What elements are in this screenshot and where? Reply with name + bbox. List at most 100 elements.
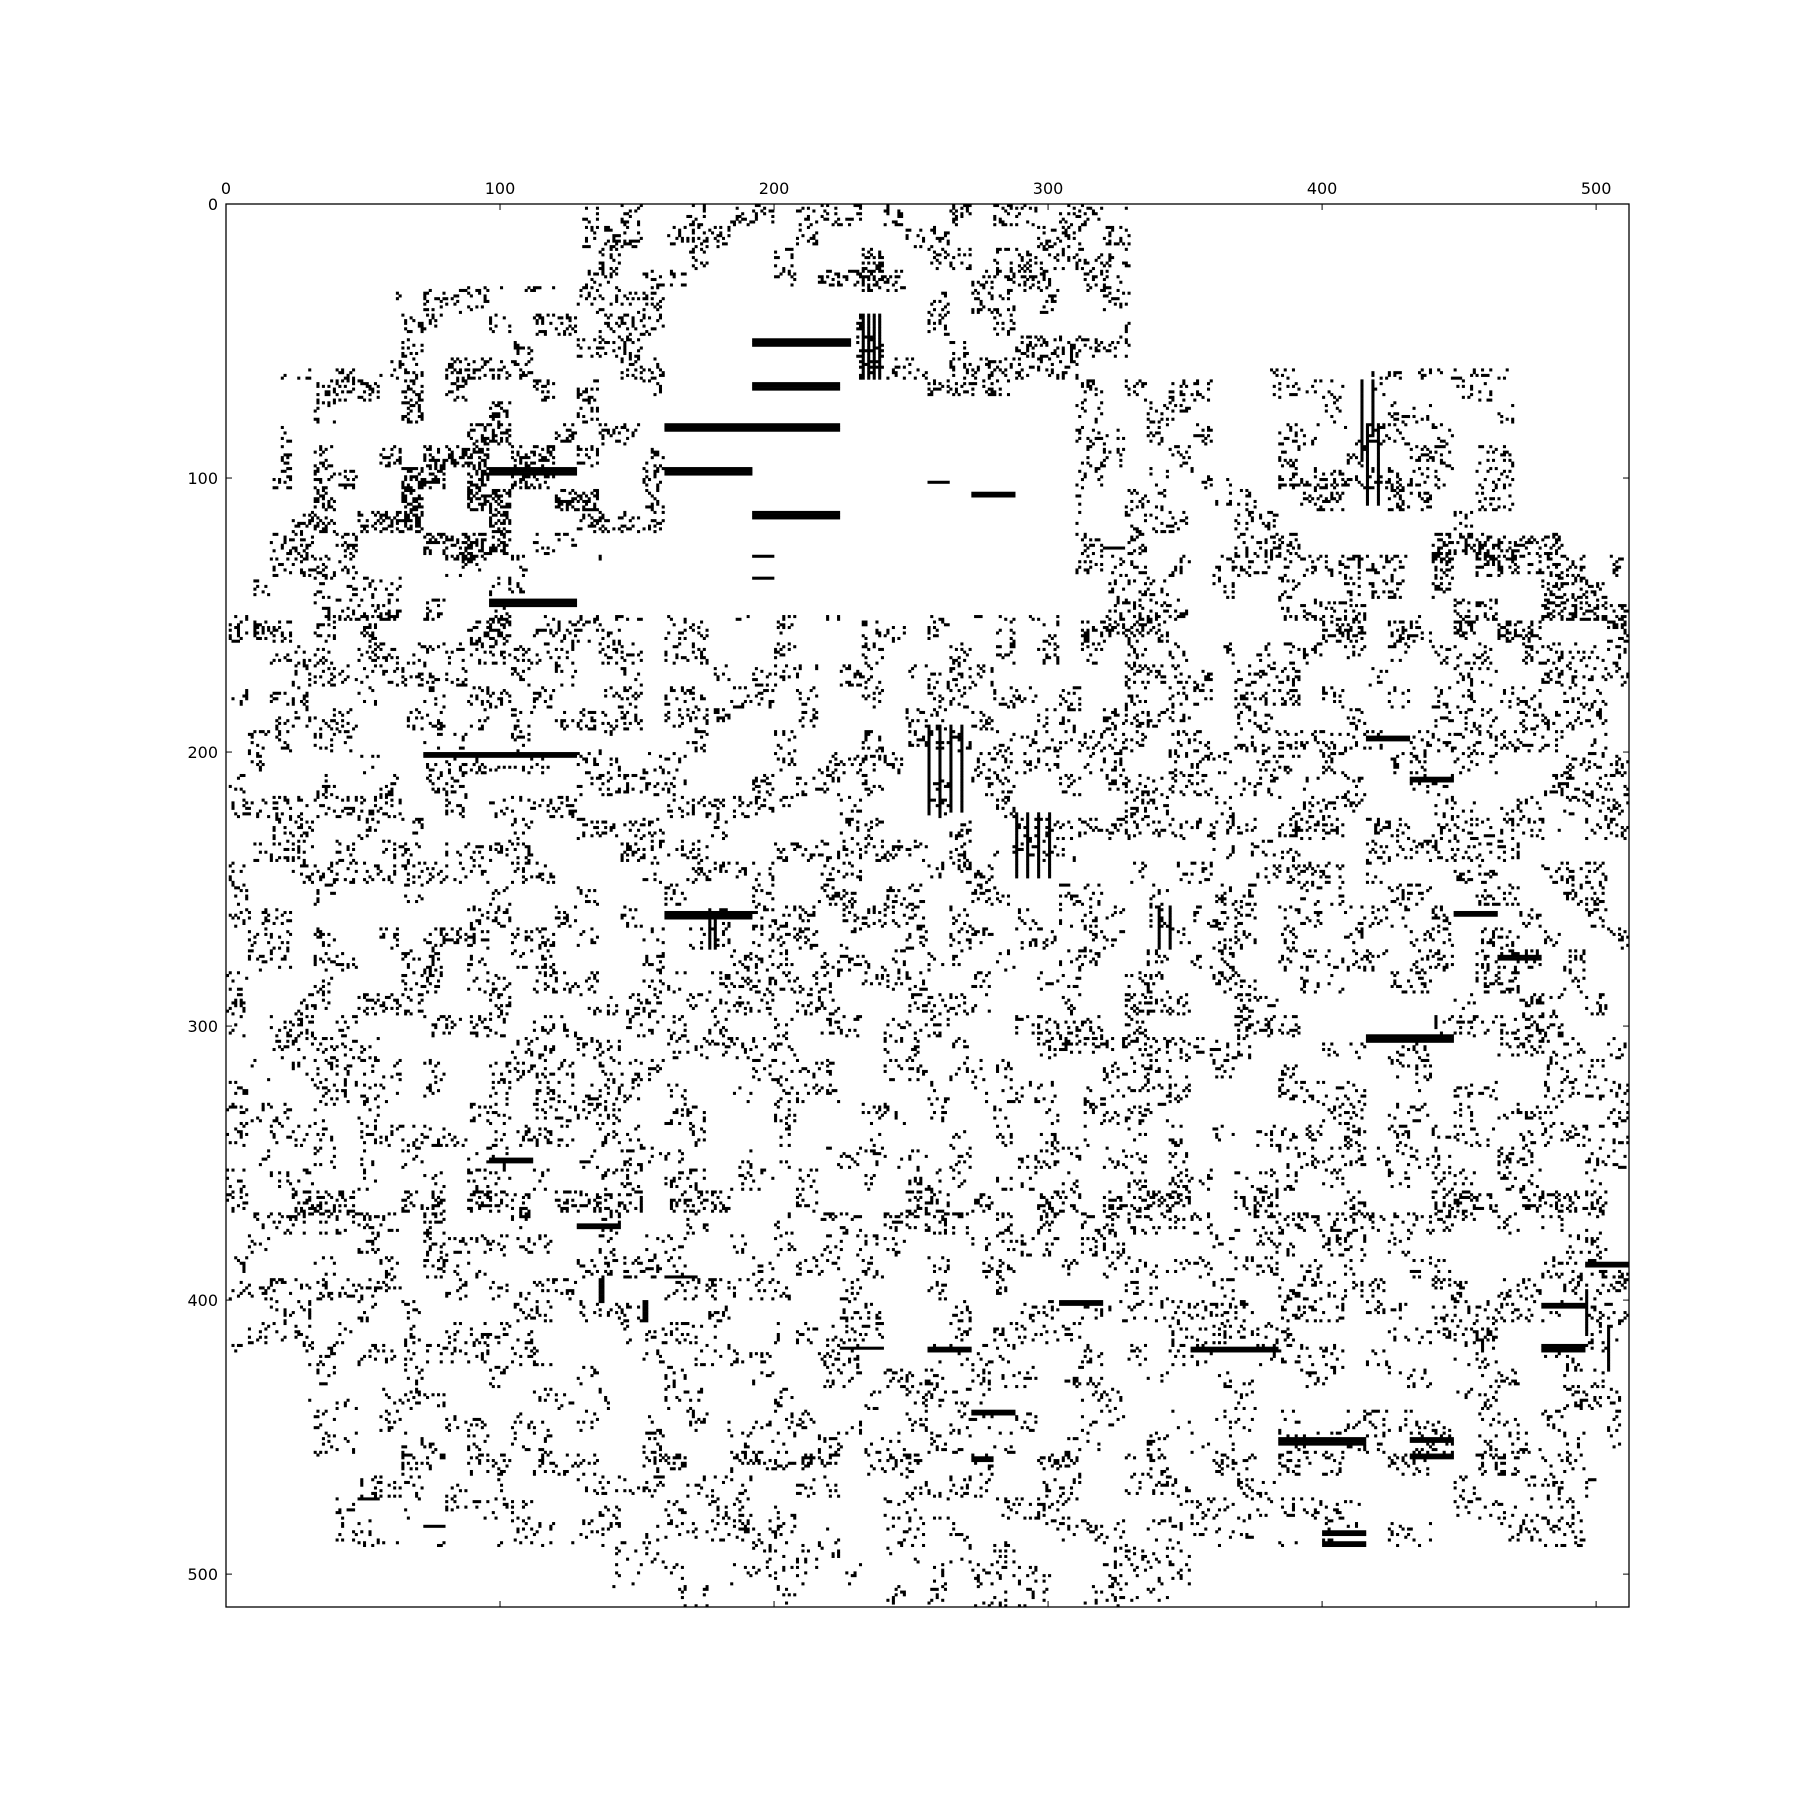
nonzero-cell — [554, 494, 558, 498]
nonzero-cell — [483, 634, 490, 638]
nonzero-cell — [541, 546, 545, 550]
nonzero-cell — [1089, 387, 1093, 391]
nonzero-cell — [1497, 505, 1501, 509]
nonzero-cell — [1248, 491, 1252, 495]
nonzero-cell — [1080, 642, 1084, 646]
nonzero-cell — [1130, 560, 1134, 564]
nonzero-cell — [1467, 535, 1474, 539]
nonzero-cell — [1182, 691, 1186, 695]
nonzero-cell — [1341, 623, 1345, 627]
nonzero-cell — [1135, 382, 1139, 386]
nonzero-cell — [404, 683, 408, 687]
nonzero-cell — [1557, 658, 1561, 662]
nonzero-cell — [1505, 623, 1512, 627]
nonzero-cell — [1489, 390, 1493, 394]
nonzero-cell — [1579, 565, 1586, 569]
nonzero-cell — [746, 223, 750, 227]
nonzero-cell — [1486, 667, 1490, 671]
nonzero-cell — [949, 341, 956, 345]
nonzero-cell — [283, 568, 287, 572]
nonzero-cell — [1352, 653, 1356, 657]
nonzero-cell — [316, 571, 323, 575]
nonzero-cell — [960, 675, 964, 679]
nonzero-cell — [1048, 245, 1054, 249]
nonzero-cell — [505, 634, 512, 638]
nonzero-cell — [1423, 445, 1427, 449]
nonzero-cell — [1091, 209, 1095, 213]
nonzero-cell — [500, 702, 504, 706]
nonzero-cell — [461, 557, 476, 561]
nonzero-cell — [867, 371, 876, 375]
nonzero-cell — [521, 554, 525, 558]
nonzero-cell — [1568, 565, 1572, 569]
nonzero-cell — [1080, 628, 1084, 632]
nonzero-cell — [1313, 568, 1317, 572]
nonzero-cell — [615, 321, 619, 325]
nonzero-cell — [354, 549, 358, 553]
nonzero-cell — [817, 280, 827, 284]
nonzero-cell — [1207, 398, 1211, 402]
nonzero-cell — [930, 615, 934, 619]
nonzero-cell — [615, 617, 619, 621]
nonzero-cell — [335, 382, 339, 386]
nonzero-cell — [1357, 480, 1361, 484]
nonzero-cell — [1555, 604, 1561, 608]
nonzero-cell — [1017, 283, 1021, 287]
nonzero-cell — [480, 689, 484, 693]
nonzero-cell — [1168, 615, 1172, 619]
nonzero-cell — [524, 650, 528, 654]
nonzero-cell — [990, 294, 994, 298]
nonzero-cell — [302, 549, 306, 553]
nonzero-cell — [319, 519, 323, 523]
nonzero-cell — [1124, 330, 1128, 334]
nonzero-cell — [757, 702, 761, 706]
nonzero-cell — [1006, 291, 1011, 295]
nonzero-cell — [404, 321, 408, 325]
nonzero-cell — [922, 236, 926, 240]
nonzero-cell — [1037, 647, 1041, 651]
nonzero-cell — [401, 351, 405, 356]
nonzero-cell — [1196, 393, 1202, 397]
nonzero-cell — [872, 316, 876, 320]
nonzero-cell — [289, 631, 293, 635]
nonzero-cell — [395, 458, 402, 462]
nonzero-cell — [478, 686, 482, 690]
nonzero-cell — [795, 689, 800, 693]
nonzero-cell — [1280, 579, 1285, 583]
nonzero-cell — [689, 250, 695, 254]
nonzero-cell — [1453, 667, 1457, 671]
nonzero-cell — [1475, 604, 1482, 608]
nonzero-cell — [478, 532, 487, 536]
nonzero-cell — [576, 415, 580, 419]
nonzero-cell — [1396, 587, 1400, 591]
nonzero-cell — [1176, 680, 1183, 684]
nonzero-cell — [478, 291, 482, 295]
nonzero-cell — [1497, 634, 1506, 638]
nonzero-cell — [500, 650, 506, 654]
nonzero-cell — [705, 245, 709, 249]
nonzero-cell — [535, 387, 539, 391]
nonzero-cell — [1053, 647, 1057, 651]
nonzero-cell — [1486, 656, 1490, 660]
nonzero-cell — [1552, 532, 1559, 536]
nonzero-cell — [552, 382, 556, 386]
nonzero-cell — [343, 554, 347, 558]
nonzero-cell — [1354, 478, 1359, 482]
nonzero-cell — [1078, 436, 1082, 440]
nonzero-cell — [752, 338, 852, 342]
nonzero-cell — [469, 453, 473, 457]
nonzero-cell — [327, 464, 334, 468]
nonzero-cell — [1113, 346, 1117, 350]
nonzero-cell — [943, 327, 947, 331]
nonzero-cell — [563, 636, 567, 640]
nonzero-cell — [420, 371, 424, 375]
nonzero-cell — [272, 639, 276, 643]
nonzero-cell — [878, 316, 882, 320]
nonzero-cell — [590, 516, 594, 520]
nonzero-cell — [1426, 415, 1430, 419]
nonzero-cell — [1338, 395, 1342, 399]
nonzero-cell — [987, 393, 997, 397]
nonzero-cell — [1138, 379, 1142, 383]
nonzero-cell — [1138, 664, 1142, 668]
nonzero-cell — [1360, 428, 1364, 432]
